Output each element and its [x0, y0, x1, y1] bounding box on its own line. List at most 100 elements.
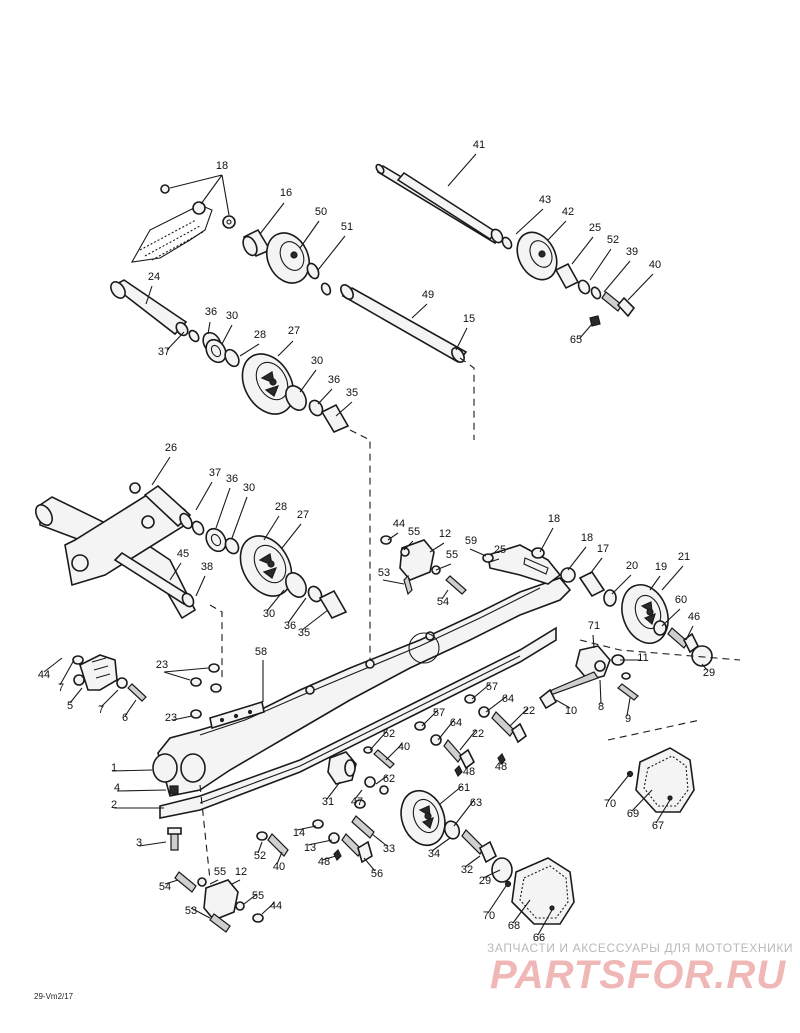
main-rail-assembly	[43, 577, 572, 883]
callout-68: 68	[508, 920, 520, 932]
callout-50: 50	[315, 206, 327, 218]
callout-29: 29	[479, 875, 491, 887]
callout-25: 25	[494, 544, 506, 556]
callout-46: 46	[688, 611, 700, 623]
callout-65: 65	[570, 334, 582, 346]
callout-27: 27	[288, 325, 300, 337]
callout-55: 55	[446, 549, 458, 561]
callout-28: 28	[254, 329, 266, 341]
right-rear-assembly	[380, 527, 741, 936]
callout-54: 54	[437, 596, 449, 608]
callout-52: 52	[383, 728, 395, 740]
callout-44: 44	[393, 518, 405, 530]
callout-70: 70	[604, 798, 616, 810]
callout-31: 31	[322, 796, 334, 808]
callout-15: 15	[463, 313, 475, 325]
callout-38: 38	[201, 561, 213, 573]
callout-28: 28	[275, 501, 287, 513]
callout-42: 42	[562, 206, 574, 218]
callout-22: 22	[523, 705, 535, 717]
callout-56: 56	[371, 868, 383, 880]
callout-30: 30	[263, 608, 275, 620]
callout-49: 49	[422, 289, 434, 301]
callout-23: 23	[165, 712, 177, 724]
callout-4: 4	[114, 782, 120, 794]
callout-18: 18	[548, 513, 560, 525]
callout-3: 3	[136, 837, 142, 849]
callout-58: 58	[255, 646, 267, 658]
callout-26: 26	[165, 442, 177, 454]
callout-52: 52	[607, 234, 619, 246]
callout-27: 27	[297, 509, 309, 521]
callout-11: 11	[637, 652, 648, 664]
callout-39: 39	[626, 246, 638, 258]
callout-53: 53	[378, 567, 390, 579]
callout-1: 1	[111, 762, 117, 774]
callout-19: 19	[655, 561, 667, 573]
callout-64: 64	[450, 717, 462, 729]
callout-55: 55	[214, 866, 226, 878]
callout-40: 40	[273, 861, 285, 873]
callout-21: 21	[678, 551, 690, 563]
callout-33: 33	[383, 843, 395, 855]
callout-30: 30	[226, 310, 238, 322]
callout-54: 54	[159, 881, 171, 893]
callout-20: 20	[626, 560, 638, 572]
callout-32: 32	[461, 864, 473, 876]
callout-12: 12	[439, 528, 451, 540]
callout-44: 44	[38, 669, 50, 681]
callout-55: 55	[408, 526, 420, 538]
callout-51: 51	[341, 221, 353, 233]
callout-48: 48	[495, 761, 507, 773]
callout-62: 62	[383, 773, 395, 785]
callout-18: 18	[216, 160, 228, 172]
callout-37: 37	[158, 346, 170, 358]
callout-5: 5	[67, 700, 73, 712]
callout-30: 30	[243, 482, 255, 494]
callout-30: 30	[311, 355, 323, 367]
watermark: ЗАПЧАСТИ И АКСЕССУАРЫ ДЛЯ МОТОТЕХНИКИ PA…	[487, 941, 793, 997]
callout-14: 14	[293, 827, 305, 839]
callout-41: 41	[473, 139, 485, 151]
callout-63: 63	[470, 797, 482, 809]
watermark-caption: ЗАПЧАСТИ И АКСЕССУАРЫ ДЛЯ МОТОТЕХНИКИ	[487, 941, 793, 955]
callout-43: 43	[539, 194, 551, 206]
callout-53: 53	[185, 905, 197, 917]
upper-right-assembly	[375, 153, 654, 440]
callout-69: 69	[627, 808, 639, 820]
callout-36: 36	[328, 374, 340, 386]
callout-6: 6	[122, 712, 128, 724]
callout-52: 52	[254, 850, 266, 862]
callout-24: 24	[148, 271, 160, 283]
callout-57: 57	[433, 707, 445, 719]
callout-70: 70	[483, 910, 495, 922]
upper-left-assembly	[110, 174, 468, 434]
callout-17: 17	[597, 543, 609, 555]
callout-40: 40	[398, 741, 410, 753]
callout-40: 40	[649, 259, 661, 271]
reference-code: 29-Vm2/17	[34, 992, 74, 1001]
callout-59: 59	[465, 535, 477, 547]
callout-8: 8	[598, 701, 604, 713]
callout-48: 48	[318, 856, 330, 868]
callout-67: 67	[652, 820, 664, 832]
callout-13: 13	[304, 842, 316, 854]
callout-29: 29	[703, 667, 715, 679]
lower-left-assembly	[164, 871, 275, 933]
callout-34: 34	[428, 848, 440, 860]
callout-12: 12	[235, 866, 247, 878]
callout-55: 55	[252, 890, 264, 902]
callout-25: 25	[589, 222, 601, 234]
callout-64: 64	[502, 693, 514, 705]
callout-35: 35	[346, 387, 358, 399]
callout-44: 44	[270, 900, 282, 912]
callout-7: 7	[58, 682, 64, 694]
callout-37: 37	[209, 467, 221, 479]
callout-36: 36	[205, 306, 217, 318]
callout-23: 23	[156, 659, 168, 671]
callout-7: 7	[98, 704, 104, 716]
callout-48: 48	[463, 766, 475, 778]
callout-57: 57	[486, 681, 498, 693]
